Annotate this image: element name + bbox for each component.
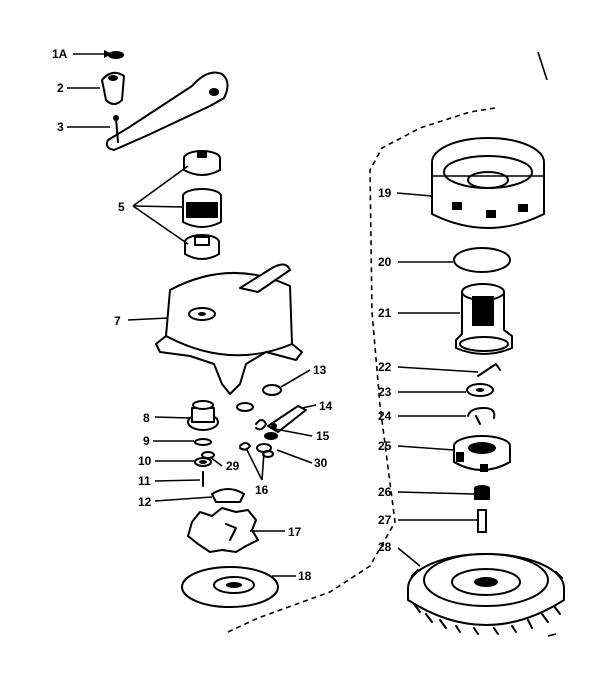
stray-mark: [547, 633, 557, 637]
part-8-pinion-gear: [187, 400, 219, 431]
part-19-reel-housing: [431, 137, 545, 229]
part-27-pin: [477, 509, 487, 533]
callout-5: 5: [118, 200, 125, 214]
callout-28: 28: [378, 540, 392, 554]
callout-14: 14: [319, 399, 333, 413]
callout-22: 22: [378, 360, 392, 374]
callout-26: 26: [378, 485, 392, 499]
callout-12: 12: [138, 495, 152, 509]
part-22-spring-pin: [477, 363, 501, 377]
callout-3: 3: [57, 120, 64, 134]
part-washer-near-13: [236, 402, 254, 412]
callout-15: 15: [316, 429, 330, 443]
part-23-washer: [466, 383, 494, 397]
part-18-disk: [181, 566, 279, 608]
part-10-spring-washer: [194, 457, 212, 467]
part-17-star-wheel: [187, 507, 259, 553]
part-20-o-ring: [453, 247, 511, 273]
part-15-spring: [255, 419, 267, 431]
part-28-drum: [407, 553, 565, 635]
callout-2: 2: [57, 81, 64, 95]
assembly-boundary-dashed: [227, 107, 496, 633]
callout-9: 9: [143, 434, 150, 448]
part-24-clip: [467, 407, 496, 425]
part-14-pawl: [267, 405, 307, 433]
part-3-crank-handle: [105, 71, 229, 151]
callout-24: 24: [378, 409, 392, 423]
part-9-washer: [194, 438, 212, 446]
part-5-cam-upper: [183, 150, 221, 176]
callout-27: 27: [378, 513, 392, 527]
part-30-washer: [262, 432, 278, 458]
callout-25: 25: [378, 439, 392, 453]
callout-11: 11: [138, 474, 151, 488]
callout-21: 21: [378, 306, 392, 320]
callout-18: 18: [298, 569, 312, 583]
callout-1a: 1A: [52, 47, 68, 61]
callout-8: 8: [143, 411, 150, 425]
part-16-clip-left: [239, 442, 251, 451]
part-26-screw: [474, 485, 490, 500]
part-25-hub: [453, 435, 511, 472]
callout-30: 30: [314, 456, 328, 470]
part-2-knob: [101, 71, 125, 105]
callout-19: 19: [378, 186, 392, 200]
callout-23: 23: [378, 385, 392, 399]
part-12-cap: [211, 488, 245, 503]
part-21-spool-body: [455, 283, 513, 355]
part-5-cam-middle: [182, 188, 222, 228]
part-1a-nut: [108, 51, 124, 59]
callout-20: 20: [378, 255, 392, 269]
part-13-ring: [262, 384, 282, 396]
part-5-cam-lower: [184, 234, 220, 260]
callout-7: 7: [114, 314, 121, 328]
part-29-washer: [201, 451, 215, 459]
callout-16: 16: [255, 483, 269, 497]
leader-lines: [67, 50, 479, 577]
corner-mark: [537, 51, 548, 81]
callout-10: 10: [138, 454, 152, 468]
callout-17: 17: [288, 525, 302, 539]
part-7-housing: [155, 263, 303, 395]
callout-29: 29: [226, 459, 240, 473]
callout-13: 13: [313, 363, 327, 377]
